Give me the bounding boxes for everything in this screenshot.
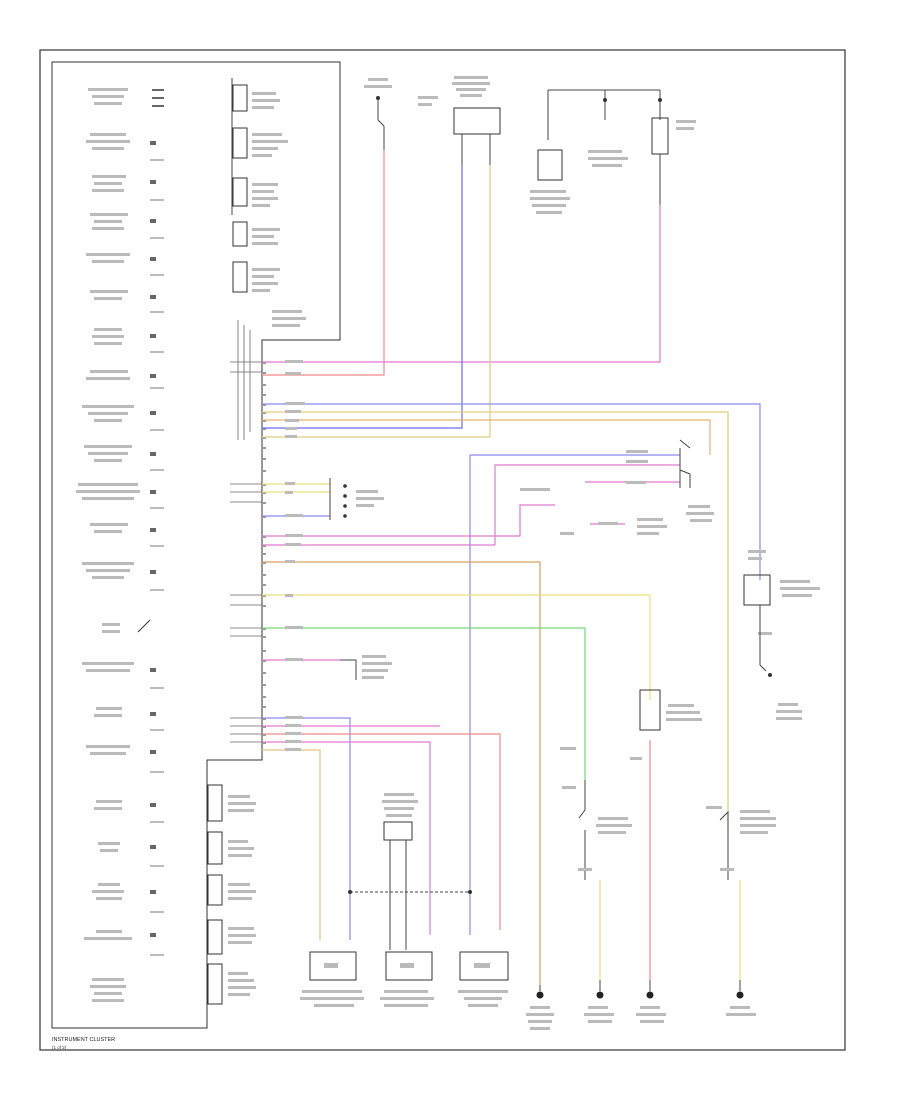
ground-g1: [536, 991, 544, 999]
instrument-cluster-box: [51, 61, 341, 1029]
wire-blue-right: [262, 403, 761, 580]
cluster-ground-ticks: [150, 159, 164, 956]
wire-tan: [262, 165, 491, 438]
cluster-indicator-symbols: [150, 89, 164, 937]
cluster-connector-pins: [230, 320, 262, 743]
ground-g2: [596, 991, 604, 999]
diagram-subtitle: (1 of 2): [52, 1045, 67, 1050]
wire-pink-2: [262, 504, 555, 537]
cluster-indicator-labels: [76, 88, 140, 1002]
fuel-gauge-needle: [137, 619, 151, 633]
bottom-sensor-boxes: [300, 793, 509, 1007]
ground-g3: [646, 991, 654, 999]
lower-sensors: [560, 689, 776, 880]
top-right-components: [530, 89, 696, 214]
wire-orange-long: [262, 561, 541, 985]
wire-red-low: [262, 733, 501, 930]
cluster-pin-ticks: [262, 362, 266, 744]
cluster-lower-components: [207, 784, 256, 1005]
wire-blue: [262, 165, 463, 429]
battery-junction-box: [452, 76, 501, 165]
diagram-title: INSTRUMENT CLUSTER: [52, 1037, 115, 1043]
ground-points: [526, 980, 756, 1030]
ground-g4: [736, 991, 744, 999]
center-connectors: [329, 478, 392, 680]
wire-color-codes: [285, 360, 648, 751]
wire-pink-low-2: [262, 741, 431, 935]
wire-tan-low: [262, 749, 321, 940]
wire-tan-right: [262, 411, 729, 830]
wire-green: [262, 627, 586, 780]
wire-pink-top: [262, 205, 661, 363]
wire-red: [262, 150, 385, 376]
wire-yellow-long: [262, 594, 651, 700]
right-components: [637, 439, 820, 720]
wire-blue-low: [262, 717, 351, 940]
wire-orange: [262, 419, 711, 455]
cluster-upper-components: [231, 78, 306, 327]
wire-harness: [262, 150, 761, 985]
diagram-frame: [39, 49, 846, 1051]
wire-pink-sensor: [494, 464, 680, 545]
top-fuse-block: [364, 78, 438, 150]
